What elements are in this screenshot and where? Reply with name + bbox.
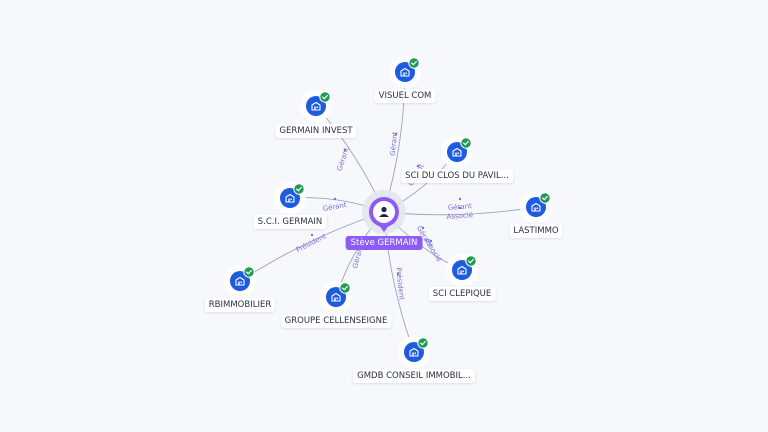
company-label-groupe-cellenseigne[interactable]: GROUPE CELLENSEIGNE (280, 314, 392, 328)
person-icon (379, 206, 389, 217)
building-icon (531, 202, 541, 212)
building-icon (235, 276, 245, 286)
check-icon (539, 192, 551, 204)
edge-label-visuel-com: Gérant (389, 131, 399, 156)
company-label-sci-clepique[interactable]: SCI CLEPIQUE (428, 287, 496, 301)
check-icon (293, 183, 305, 195)
company-label-sci-germain[interactable]: S.C.I. GERMAIN (253, 215, 327, 229)
building-icon (452, 147, 462, 157)
edge-arrow-germain-invest (343, 148, 347, 152)
building-icon (331, 292, 341, 302)
company-label-visuel-com[interactable]: VISUEL COM (374, 89, 436, 103)
edge-label-gmdb-conseil: Président (394, 267, 405, 301)
center-person-node[interactable] (362, 190, 406, 234)
building-icon (400, 67, 410, 77)
company-node-sci-duclos[interactable] (441, 136, 473, 168)
company-node-gmdb-conseil[interactable] (398, 336, 430, 368)
edge-label-germain-invest: Gérant (336, 146, 351, 172)
edge-arrow-lastimmo (458, 206, 462, 210)
company-label-germain-invest[interactable]: GERMAIN INVEST (275, 124, 357, 138)
edge-arrow-visuel-com (394, 132, 398, 136)
building-icon (409, 347, 419, 357)
edge-label-sci-germain: Gérant (322, 201, 347, 213)
company-label-lastimmo[interactable]: LASTIMMO (509, 224, 563, 238)
company-node-groupe-cellenseigne[interactable] (320, 281, 352, 313)
edge-label-sci-clepique: Associé (422, 237, 443, 264)
edge-arrow-sci-clepique (429, 239, 433, 243)
check-icon (319, 91, 331, 103)
company-label-gmdb-conseil[interactable]: GMDB CONSEIL IMMOBIL... (353, 369, 475, 383)
building-icon (311, 101, 321, 111)
check-icon (408, 57, 420, 69)
company-node-germain-invest[interactable] (300, 90, 332, 122)
check-icon (465, 255, 477, 267)
edge-arrow-sci-clepique (421, 226, 425, 230)
edge-arrow-sci-germain (333, 197, 337, 201)
company-node-lastimmo[interactable] (520, 191, 552, 223)
edge-label-lastimmo: Associé (446, 211, 473, 221)
edge-arrow-sci-duclos (416, 164, 420, 168)
building-icon (457, 265, 467, 275)
check-icon (460, 137, 472, 149)
check-icon (417, 337, 429, 349)
edge-arrow-rbimmobilier (310, 233, 314, 237)
edge-arrow-lastimmo (458, 197, 462, 201)
company-node-sci-germain[interactable] (274, 182, 306, 214)
edge-arrow-gmdb-conseil (396, 272, 400, 276)
company-node-rbimmobilier[interactable] (224, 265, 256, 297)
check-icon (243, 266, 255, 278)
building-icon (285, 193, 295, 203)
center-person-label[interactable]: Stève GERMAIN (345, 236, 423, 250)
company-node-sci-clepique[interactable] (446, 254, 478, 286)
check-icon (339, 282, 351, 294)
company-node-visuel-com[interactable] (389, 56, 421, 88)
nodes-layer (224, 56, 552, 368)
company-label-sci-duclos[interactable]: SCI DU CLOS DU PAVIL... (401, 169, 513, 183)
company-label-rbimmobilier[interactable]: RBIMMOBILIER (204, 298, 276, 312)
